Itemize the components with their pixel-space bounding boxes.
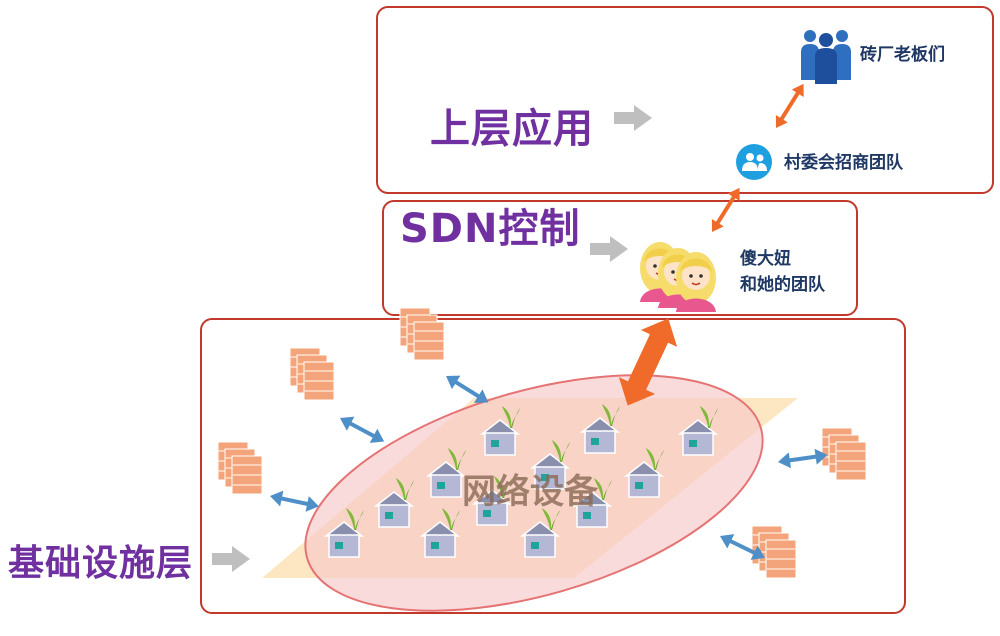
gray-arrow-icon: [614, 105, 652, 131]
application-layer-title: 上层应用: [430, 106, 594, 152]
girls-group-icon: [639, 241, 717, 313]
brick-stack-icon: [290, 348, 334, 400]
orange-double-arrow: [768, 78, 812, 134]
village-team-label: 村委会招商团队: [784, 153, 903, 173]
application-layer-box: [376, 6, 994, 194]
big-orange-double-arrow: [618, 318, 678, 406]
blue-double-arrow: [336, 411, 388, 449]
people-group-icon: [801, 30, 851, 84]
gray-arrow-icon: [212, 546, 250, 572]
sdn-control-layer-title: SDN控制: [400, 206, 581, 252]
girls-team-label-line1: 傻大妞: [740, 249, 791, 269]
bosses-label: 砖厂老板们: [860, 45, 945, 65]
orange-double-arrow: [704, 182, 748, 238]
brick-stack-icon: [218, 442, 262, 494]
gray-arrow-icon: [590, 236, 628, 262]
network-ellipse: [304, 374, 764, 612]
brick-stack-icon: [400, 308, 444, 360]
network-devices-label: 网络设备: [462, 472, 598, 512]
users-circle-icon: [736, 144, 772, 180]
blue-double-arrow: [266, 486, 323, 517]
sdn-control-layer-box: [382, 200, 858, 316]
infrastructure-layer-title: 基础设施层: [8, 543, 194, 584]
girls-team-label: 傻大妞 和她的团队: [740, 246, 825, 298]
girls-team-label-line2: 和她的团队: [740, 275, 825, 295]
brick-stack-icon: [822, 428, 866, 480]
blue-double-arrow: [774, 445, 831, 472]
